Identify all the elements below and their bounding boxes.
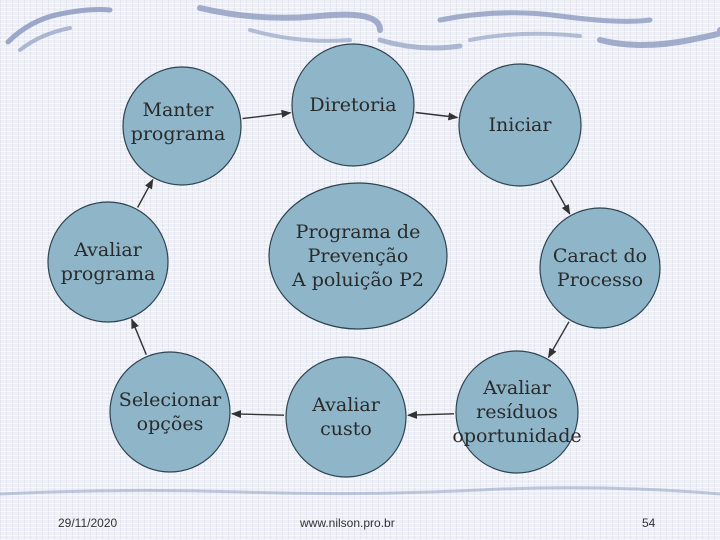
- node-selecionar: [109, 351, 231, 473]
- footer-website: www.nilson.pro.br: [300, 516, 395, 530]
- node-diretoria: [291, 43, 415, 167]
- edge-manter-to-diretoria: [242, 109, 292, 120]
- node-iniciar: [458, 63, 582, 187]
- edge-avaliar-custo-to-selecionar: [231, 410, 285, 419]
- node-caract: [539, 207, 661, 329]
- edge-iniciar-to-caract: [550, 179, 571, 215]
- edge-avaliar-residuos-to-avaliar-custo: [407, 410, 455, 419]
- node-avaliar-residuos: [455, 350, 579, 474]
- edge-caract-to-avaliar-residuos: [547, 321, 570, 359]
- edge-avaliar-programa-to-manter: [136, 178, 154, 208]
- footer-page-number: 54: [642, 516, 656, 530]
- footer-date: 29/11/2020: [58, 516, 118, 530]
- edge-selecionar-to-avaliar-programa: [131, 318, 147, 355]
- node-avaliar-custo: [285, 356, 407, 478]
- decorative-scribbles: [0, 5, 720, 496]
- node-central: [268, 182, 448, 330]
- node-avaliar-programa: [47, 201, 169, 323]
- node-manter: [122, 66, 242, 186]
- edges-layer: [131, 109, 571, 419]
- edge-diretoria-to-iniciar: [415, 111, 459, 121]
- nodes-layer: [47, 43, 661, 478]
